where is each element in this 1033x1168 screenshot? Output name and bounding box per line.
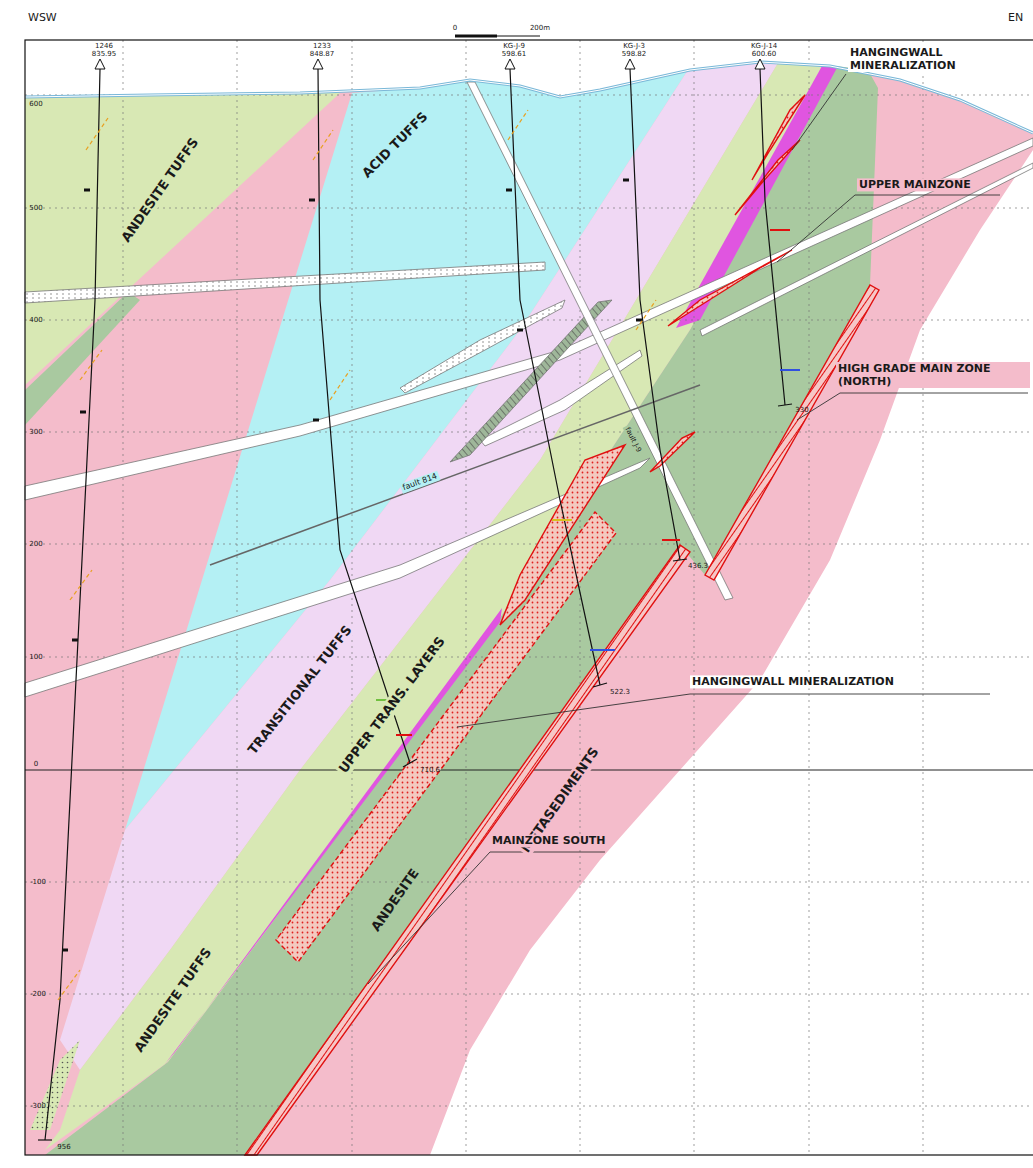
elevation-label: 100 (29, 653, 42, 661)
unit-label: TRANSITIONAL TUFFS (244, 621, 357, 759)
elevation-label: 300 (29, 428, 42, 436)
callout-label: MAINZONE SOUTH (490, 834, 608, 847)
elevation-label: 500 (29, 204, 42, 212)
fault-label: fault J-9 (622, 424, 644, 455)
collar-elevation: 835.95 (92, 50, 117, 58)
hole-depth: 710.6 (420, 766, 440, 774)
scale-label: 0 (453, 24, 457, 32)
hole-depth: 522.3 (610, 688, 630, 696)
collar-elevation: 848.87 (310, 50, 335, 58)
hole-depth: 330 (795, 406, 808, 414)
unit-label: ANDESITE TUFFS (117, 133, 203, 247)
callout-label: HANGINGWALL MINERALIZATION (690, 675, 896, 688)
direction-label: EN (1008, 11, 1023, 24)
elevation-label: -100 (30, 878, 46, 886)
fault-label: fault 814 (400, 471, 441, 494)
drillhole-id: 1233 (313, 42, 331, 50)
callout-label: HIGH GRADE MAIN ZONE (NORTH) (836, 362, 1030, 388)
drillhole-id: 1246 (95, 42, 113, 50)
elevation-label: 400 (29, 316, 42, 324)
unit-label: ANDESITE TUFFS (130, 943, 216, 1057)
collar-elevation: 598.61 (502, 50, 527, 58)
callout-label: HANGINGWALL MINERALIZATION (848, 46, 1027, 72)
hole-depth: 436.3 (688, 562, 708, 570)
collar-elevation: 600.60 (752, 50, 777, 58)
elevation-label: 200 (29, 540, 42, 548)
callout-label: UPPER MAINZONE (857, 178, 973, 191)
elevation-label: 600 (29, 100, 42, 108)
drillhole-id: KG-J-14 (751, 42, 777, 50)
elevation-label: -300 (30, 1102, 46, 1110)
unit-label: ANDESITE (367, 864, 424, 936)
elevation-label: 0 (34, 760, 38, 768)
elevation-label: -200 (30, 990, 46, 998)
unit-label: UPPER TRANS. LAYERS (334, 632, 449, 778)
direction-label: WSW (28, 11, 57, 24)
drillhole-id: KG-J-9 (503, 42, 525, 50)
hole-depth: 956 (57, 1143, 70, 1151)
collar-elevation: 598.82 (622, 50, 647, 58)
drillhole-id: KG-J-3 (623, 42, 645, 50)
unit-label: ACID TUFFS (358, 108, 433, 183)
scale-label: 200m (530, 24, 550, 32)
